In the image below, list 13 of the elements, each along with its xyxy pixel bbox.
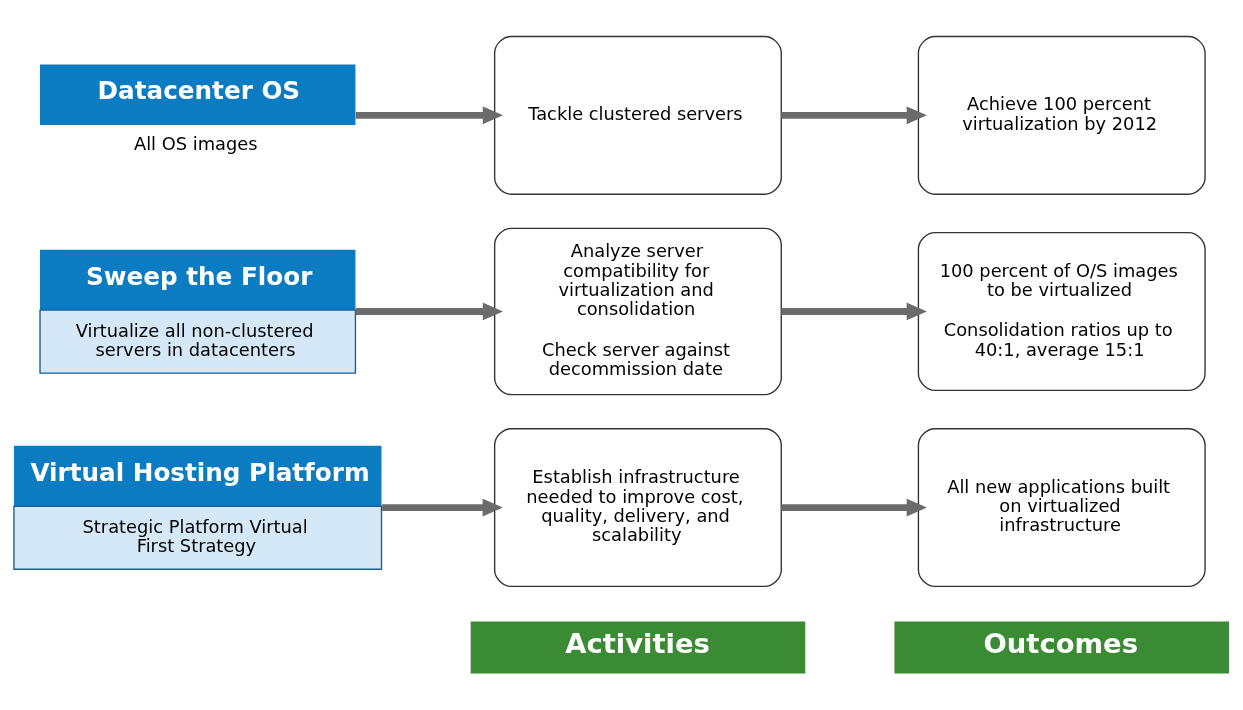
- node-box: 100 percent of O/S images to be virtualized Consolidation ratios up to 40:1, average 15:1: [917, 231, 1206, 391]
- node-box: Tackle clustered servers: [493, 35, 782, 195]
- arrow: [355, 302, 503, 321]
- node-box: Activities: [470, 621, 806, 674]
- arrow: [355, 106, 503, 125]
- node-label: All OS images: [133, 133, 258, 155]
- node-box: Analyze server compatibility for virtualization and consolidation Check server against decommission date: [493, 227, 782, 396]
- node-box: Achieve 100 percent virtualization by 2012: [917, 35, 1206, 195]
- node-box: Datacenter OS: [40, 64, 356, 125]
- arrow: [382, 498, 503, 517]
- node-box: Establish infrastructure needed to improve cost, quality, delivery, and scalability: [493, 428, 782, 588]
- node-box: Outcomes: [894, 621, 1230, 674]
- node-box: All new applications built on virtualized infrastructure: [917, 428, 1206, 588]
